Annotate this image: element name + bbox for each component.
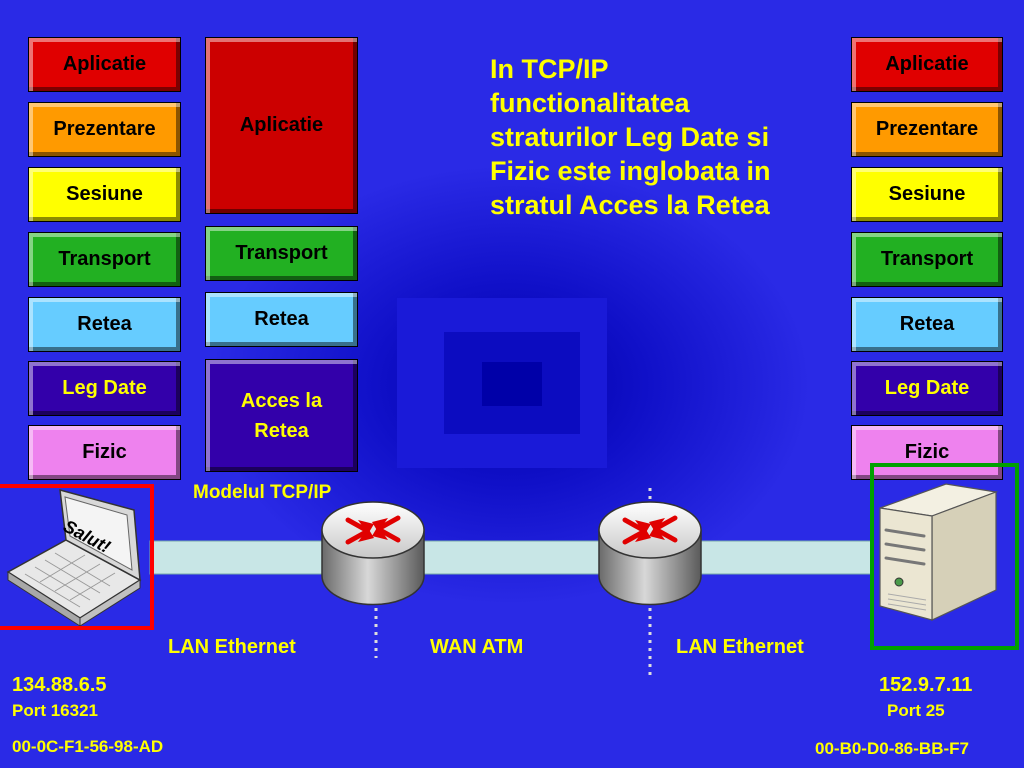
left-layer-fizic: Fizic [28,425,181,480]
left-layer-leg-date: Leg Date [28,361,181,416]
right-host-highlight [870,463,1019,650]
tcpip-layer-retea: Retea [205,292,358,347]
tcpip-layer-acces-la-retea: Acces la Retea [205,359,358,472]
laptop-icon [6,488,142,627]
server-icon [879,483,999,621]
left-layer-aplicatie: Aplicatie [28,37,181,92]
explanation-text: In TCP/IP functionalitatea straturilor L… [490,54,771,220]
router-right-icon [598,501,702,606]
left-host-ip: 134.88.6.5 [12,674,107,696]
left-host-mac: 00-0C-F1-56-98-AD [12,737,164,756]
left-layer-prezentare: Prezentare [28,102,181,157]
label-wan: WAN ATM [430,636,524,658]
label-lan-left: LAN Ethernet [168,636,296,658]
right-layer-retea: Retea [851,297,1003,352]
right-host-port: Port 25 [887,701,945,720]
label-lan-right: LAN Ethernet [676,636,804,658]
right-host-mac: 00-B0-D0-86-BB-F7 [815,739,969,758]
left-layer-retea: Retea [28,297,181,352]
left-host-highlight [0,484,154,630]
center-glow-core [482,362,542,406]
tcpip-layer-aplicatie: Aplicatie [205,37,358,214]
right-layer-transport: Transport [851,232,1003,287]
router-left-icon [321,501,425,606]
right-layer-fizic: Fizic [851,425,1003,480]
right-layer-prezentare: Prezentare [851,102,1003,157]
tcpip-model-label: Modelul TCP/IP [193,482,332,503]
left-host-port: Port 16321 [12,701,98,720]
right-layer-sesiune: Sesiune [851,167,1003,222]
left-layer-transport: Transport [28,232,181,287]
right-host-ip: 152.9.7.11 [879,674,973,696]
network-link [149,540,873,575]
right-layer-leg-date: Leg Date [851,361,1003,416]
right-layer-aplicatie: Aplicatie [851,37,1003,92]
tcpip-layer-transport: Transport [205,226,358,281]
left-layer-sesiune: Sesiune [28,167,181,222]
